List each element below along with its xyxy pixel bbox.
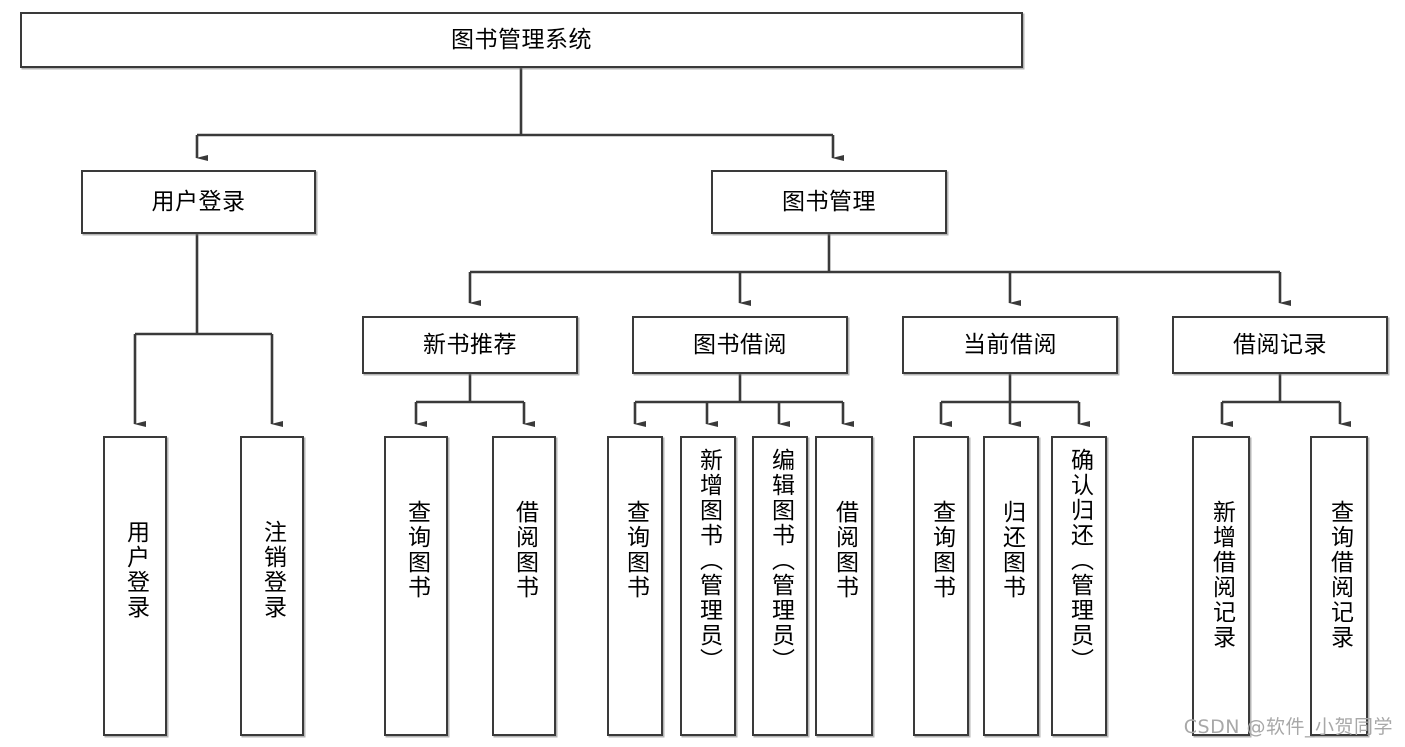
node-label: 用户登录 [122, 520, 149, 620]
node-new-book-recommend[interactable]: 新书推荐 [362, 316, 578, 374]
node-label: 图书管理系统 [451, 26, 592, 53]
node-label: 新增借阅记录 [1208, 500, 1235, 650]
node-book-management[interactable]: 图书管理 [711, 170, 947, 234]
leaf-user-logout[interactable]: 注销登录 [240, 436, 304, 736]
leaf-current-return-book[interactable]: 归还图书 [983, 436, 1039, 736]
node-label: 编辑图书（管理员） [767, 448, 794, 673]
leaf-current-confirm-return-admin[interactable]: 确认归还（管理员） [1051, 436, 1107, 736]
leaf-records-query-record[interactable]: 查询借阅记录 [1310, 436, 1368, 736]
node-borrow-records[interactable]: 借阅记录 [1172, 316, 1388, 374]
leaf-current-query-book[interactable]: 查询图书 [913, 436, 969, 736]
node-root-system[interactable]: 图书管理系统 [20, 12, 1023, 68]
node-label: 借阅记录 [1233, 331, 1327, 358]
node-label: 用户登录 [151, 188, 246, 215]
leaf-borrow-borrow-book[interactable]: 借阅图书 [815, 436, 873, 736]
node-label: 当前借阅 [963, 331, 1057, 358]
node-label: 借阅图书 [511, 500, 538, 600]
leaf-records-add-record[interactable]: 新增借阅记录 [1192, 436, 1250, 736]
node-label: 图书管理 [782, 188, 876, 215]
node-label: 归还图书 [998, 500, 1025, 600]
node-label: 确认归还（管理员） [1066, 448, 1093, 673]
node-label: 注销登录 [259, 520, 286, 620]
leaf-user-login[interactable]: 用户登录 [103, 436, 167, 736]
node-label: 图书借阅 [693, 331, 787, 358]
leaf-borrow-add-book-admin[interactable]: 新增图书（管理员） [680, 436, 736, 736]
leaf-borrow-query-book[interactable]: 查询图书 [607, 436, 663, 736]
node-current-borrow[interactable]: 当前借阅 [902, 316, 1118, 374]
node-label: 查询图书 [928, 500, 955, 600]
node-user-login[interactable]: 用户登录 [81, 170, 316, 234]
node-label: 新增图书（管理员） [695, 448, 722, 673]
node-book-borrow[interactable]: 图书借阅 [632, 316, 848, 374]
node-label: 查询图书 [622, 500, 649, 600]
leaf-new-query-book[interactable]: 查询图书 [384, 436, 448, 736]
node-label: 查询图书 [403, 500, 430, 600]
leaf-borrow-edit-book-admin[interactable]: 编辑图书（管理员） [752, 436, 808, 736]
node-label: 新书推荐 [423, 331, 517, 358]
node-label: 借阅图书 [831, 500, 858, 600]
node-label: 查询借阅记录 [1326, 500, 1353, 650]
leaf-new-borrow-book[interactable]: 借阅图书 [492, 436, 556, 736]
